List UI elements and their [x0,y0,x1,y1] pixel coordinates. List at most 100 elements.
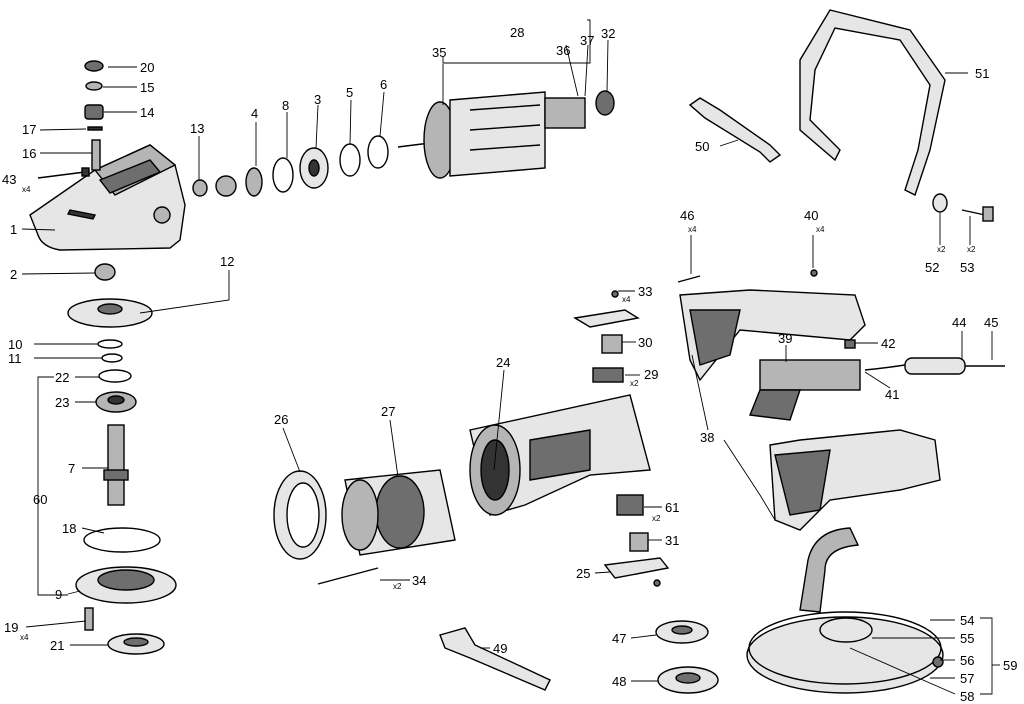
part-number-label: 11 [8,351,22,366]
terminal-29-part [592,367,624,383]
quantity-label: x2 [630,379,639,388]
part-number-label: 52 [925,260,939,275]
part-number-label: 38 [700,430,714,445]
part-number-label: 34 [412,573,426,588]
part-number-label: 30 [638,335,652,350]
cover-25-part [603,557,670,579]
bearing-flange-9-part [75,566,177,604]
quantity-label: x2 [937,245,946,254]
part-number-label: 61 [665,500,679,515]
part-number-label: 2 [10,267,17,282]
part-number-label: 55 [960,631,974,646]
cover-30-part [572,309,640,328]
part-number-label: 54 [960,613,974,628]
part-number-label: 21 [50,638,64,653]
ring-10-part [97,339,123,349]
screw-33-part [611,290,619,298]
part-number-label: 28 [510,25,524,40]
quantity-label: x2 [393,582,402,591]
part-number-label: 58 [960,689,974,704]
bushing-2-part [94,263,116,281]
part-number-label: 48 [612,674,626,689]
part-number-label: 56 [960,653,974,668]
part-number-label: 17 [22,122,36,137]
o-ring-18-part [83,527,161,553]
brush-30-part [601,334,623,354]
handle-51-part [799,9,946,196]
armature-35-part [397,90,615,179]
part-number-label: 9 [55,587,62,602]
part-number-label: 13 [190,121,204,136]
switch-39-part [749,359,861,421]
quantity-label: x4 [816,225,825,234]
rear-housing-38-part [679,289,941,531]
part-number-label: 50 [695,139,709,154]
gear-housing-part [29,144,186,251]
part-number-label: 22 [55,370,69,385]
part-number-label: 36 [556,43,570,58]
nut-48-part [657,666,719,694]
part-number-label: 53 [960,260,974,275]
part-number-label: 39 [778,331,792,346]
part-number-label: 7 [68,461,75,476]
stator-27-part [341,469,456,556]
part-number-label: 4 [251,106,258,121]
spanner-49-part [439,627,551,691]
bolt-53-part [961,206,994,222]
lock-button-parts [84,60,104,171]
part-number-label: 5 [346,85,353,100]
part-number-label: 60 [33,492,47,507]
motor-housing-24-part [469,394,651,516]
quantity-label: x4 [20,633,29,642]
cable-44-part [864,357,1005,375]
part-number-label: 49 [493,641,507,656]
part-number-label: 25 [576,566,590,581]
bearing-13-part [192,175,237,197]
screw-46-part [677,275,701,283]
quantity-label: x2 [652,514,661,523]
part-number-label: 6 [380,77,387,92]
nut-47-part [655,620,709,644]
part-number-label: 45 [984,315,998,330]
bearing-row-parts [245,135,389,197]
part-number-label: 59 [1003,658,1017,673]
part-number-label: 31 [665,533,679,548]
screw-19-part [84,607,94,631]
circlip-22-part [98,369,132,383]
quantity-label: x4 [622,295,631,304]
part-42 [844,339,856,349]
part-number-label: 12 [220,254,234,269]
part-number-label: 35 [432,45,446,60]
screw-34-part [317,567,379,585]
flange-21-part [107,633,165,655]
part-number-label: 15 [140,80,154,95]
flange-12-part [67,298,153,328]
brush-31-part [629,532,649,552]
part-number-label: 43 [2,172,16,187]
part-number-label: 18 [62,521,76,536]
part-number-label: 27 [381,404,395,419]
washer-52-part [932,193,948,213]
quantity-label: x2 [967,245,976,254]
part-number-label: 16 [22,146,36,161]
part-number-label: 3 [314,92,321,107]
terminal-61-part [616,494,644,516]
screw-43-part [37,167,90,179]
part-number-label: 40 [804,208,818,223]
wrench-50-part [688,97,782,163]
part-number-label: 20 [140,60,154,75]
screw-40-part [810,269,818,277]
part-number-label: 44 [952,315,966,330]
part-number-label: 41 [885,387,899,402]
part-number-label: 57 [960,671,974,686]
ring-11-part [101,353,123,363]
spindle-7-part [103,424,129,506]
part-number-label: 29 [644,367,658,382]
part-number-label: 42 [881,336,895,351]
part-number-label: 32 [601,26,615,41]
bearing-23-part [95,391,137,413]
baffle-26-part [273,470,327,560]
part-number-label: 23 [55,395,69,410]
part-number-label: 26 [274,412,288,427]
